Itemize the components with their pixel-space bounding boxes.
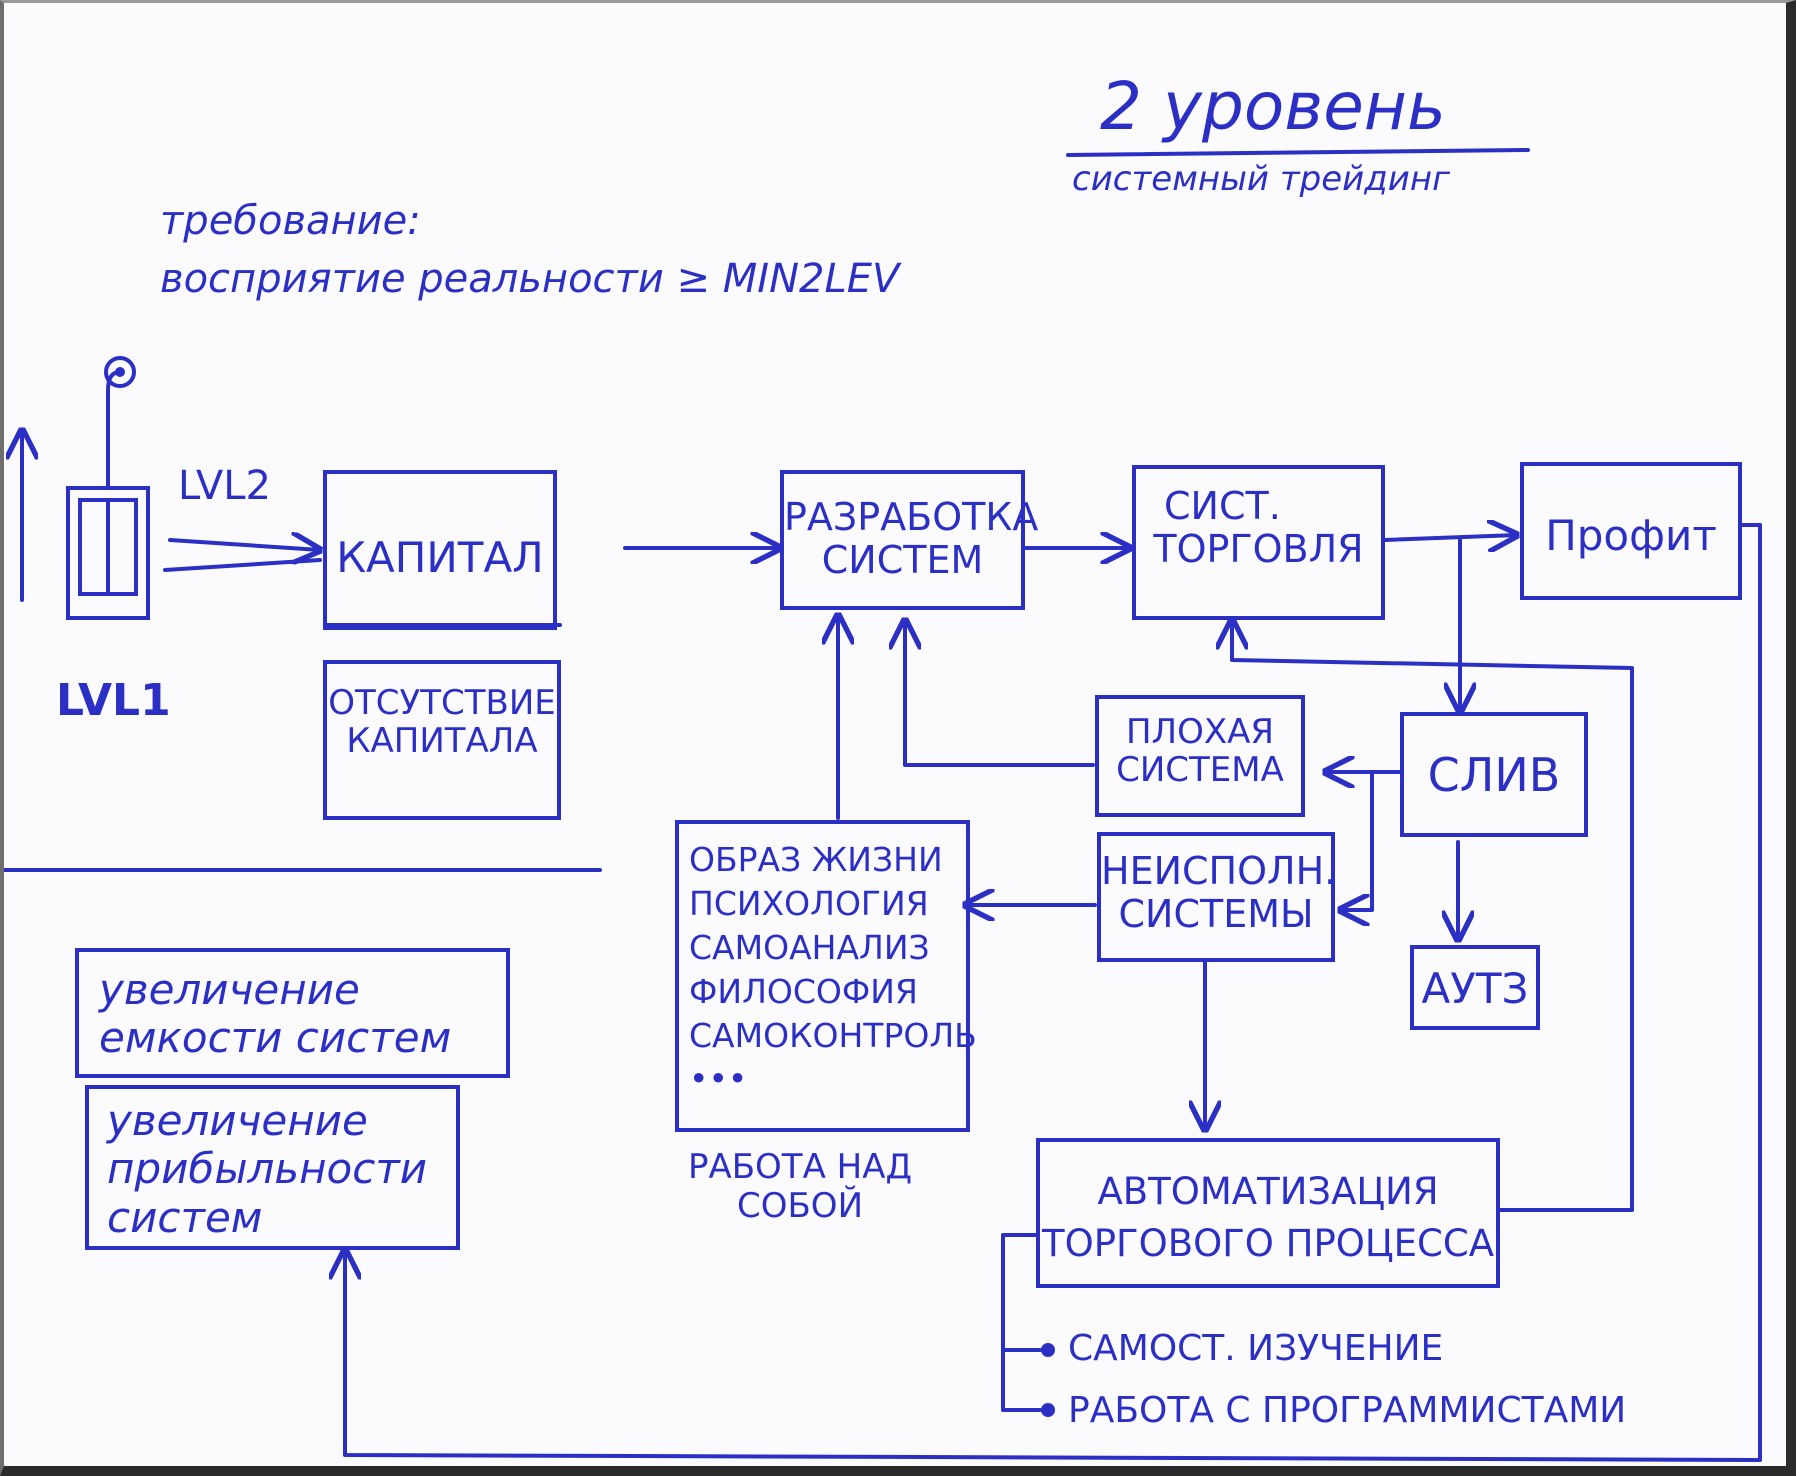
- bad-system-line-2: СИСТЕМА: [1116, 750, 1284, 791]
- system-dev-label: РАЗРАБОТКА СИСТЕМ: [784, 495, 1039, 582]
- capital-box: КАПИТАЛ: [323, 470, 557, 630]
- automation-line-1: АВТОМАТИЗАЦИЯ: [1097, 1170, 1439, 1213]
- self-work-caption-line-1: РАБОТА НАД: [687, 1147, 913, 1187]
- system-dev-line-1: РАЗРАБОТКА: [784, 495, 1039, 539]
- no-capital-box: ОТСУТСТВИЕ КАПИТАЛА: [323, 660, 561, 820]
- elevator-icon: [66, 356, 150, 620]
- requirement-text: восприятие реальности ≥ MIN2LEV: [160, 256, 900, 302]
- capacity-label: увеличение емкости систем: [99, 965, 452, 1063]
- arrow-bad-system-to-dev: [905, 620, 1095, 767]
- drain-label: СЛИВ: [1427, 748, 1561, 802]
- unexec-systems-box: НЕИСПОЛН. СИСТЕМЫ: [1097, 832, 1337, 962]
- auts-box: АУТЗ: [1410, 945, 1540, 1030]
- self-work-item-philosophy: ФИЛОСОФИЯ: [689, 971, 918, 1011]
- self-work-box: ОБРАЗ ЖИЗНИ ПСИХОЛОГИЯ САМОАНАЛИЗ ФИЛОСО…: [675, 820, 977, 1132]
- capacity-box: увеличение емкости систем: [75, 948, 510, 1078]
- drain-box: СЛИВ: [1400, 712, 1588, 837]
- automation-box: АВТОМАТИЗАЦИЯ ТОРГОВОГО ПРОЦЕССА: [1036, 1138, 1500, 1288]
- title-underline: [1066, 148, 1530, 157]
- capacity-line-2: емкости систем: [99, 1013, 452, 1063]
- system-dev-line-2: СИСТЕМ: [821, 537, 984, 582]
- unexec-line-1: НЕИСПОЛН.: [1101, 849, 1337, 893]
- bad-system-box: ПЛОХАЯ СИСТЕМА: [1095, 695, 1305, 817]
- drain-split: [1340, 770, 1374, 910]
- no-capital-label: ОТСУТСТВИЕ КАПИТАЛА: [327, 684, 557, 760]
- self-work-item-self-control: САМОКОНТРОЛЬ: [689, 1015, 977, 1055]
- sys-trading-line-1: СИСТ.: [1164, 484, 1281, 528]
- self-work-item-self-analysis: САМОАНАЛИЗ: [689, 927, 930, 967]
- automation-line-2: ТОРГОВОГО ПРОЦЕССА: [1041, 1221, 1495, 1265]
- profitability-line-3: систем: [107, 1192, 263, 1242]
- requirement-label: требование:: [160, 198, 421, 244]
- options-bracket: [1001, 1233, 1042, 1412]
- profitability-line-1: увеличение: [107, 1096, 368, 1145]
- self-work-item-lifestyle: ОБРАЗ ЖИЗНИ: [689, 840, 943, 879]
- automation-option-self-study: САМОСТ. ИЗУЧЕНИЕ: [1068, 1328, 1444, 1369]
- no-capital-line-2: КАПИТАЛА: [346, 721, 538, 762]
- self-work-caption-line-2: СОБОЙ: [736, 1186, 864, 1227]
- self-work-item-ellipsis: •••: [689, 1059, 748, 1099]
- no-capital-line-1: ОТСУТСТВИЕ: [328, 683, 556, 723]
- auts-label: АУТЗ: [1421, 964, 1529, 1013]
- sys-trading-label: СИСТ. ТОРГОВЛЯ: [1136, 485, 1381, 570]
- profit-label: Профит: [1545, 511, 1717, 560]
- level-subtitle: системный трейдинг: [1072, 159, 1450, 199]
- bad-system-label: ПЛОХАЯ СИСТЕМА: [1099, 713, 1301, 789]
- lvl-to-capital-arrow-2: [163, 558, 322, 572]
- capital-label: КАПИТАЛ: [336, 533, 544, 582]
- level-title: 2 уровень: [1100, 68, 1446, 145]
- profit-box: Профит: [1520, 462, 1742, 600]
- automation-feedback-loop: [1232, 620, 1634, 1212]
- option-bullet-1: [1041, 1343, 1055, 1357]
- profit-outer-loop: [345, 523, 1762, 1462]
- self-work-item-psychology: ПСИХОЛОГИЯ: [689, 883, 929, 923]
- sys-trading-line-2: ТОРГОВЛЯ: [1153, 526, 1364, 571]
- arrow-trading-to-profit: [1383, 535, 1517, 540]
- unexec-systems-label: НЕИСПОЛН. СИСТЕМЫ: [1101, 849, 1337, 936]
- capacity-line-1: увеличение: [99, 965, 360, 1014]
- lvl1-label: LVL1: [56, 675, 171, 726]
- self-work-caption: РАБОТА НАД СОБОЙ: [680, 1147, 920, 1227]
- elevator-antenna: [106, 370, 122, 490]
- bad-system-line-1: ПЛОХАЯ: [1125, 712, 1275, 752]
- unexec-line-2: СИСТЕМЫ: [1118, 891, 1314, 936]
- profitability-box: увеличение прибыльности систем: [85, 1085, 460, 1250]
- option-bullet-2: [1041, 1403, 1055, 1417]
- system-dev-box: РАЗРАБОТКА СИСТЕМ: [780, 470, 1039, 610]
- self-work-list: ОБРАЗ ЖИЗНИ ПСИХОЛОГИЯ САМОАНАЛИЗ ФИЛОСО…: [689, 838, 977, 1101]
- sys-trading-box: СИСТ. ТОРГОВЛЯ: [1132, 465, 1385, 620]
- profitability-line-2: прибыльности: [107, 1144, 428, 1194]
- automation-label: АВТОМАТИЗАЦИЯ ТОРГОВОГО ПРОЦЕССА: [1040, 1166, 1496, 1270]
- profitability-label: увеличение прибыльности систем: [107, 1096, 428, 1242]
- lvl-to-capital-arrow-1: [168, 540, 320, 550]
- automation-option-programmers: РАБОТА С ПРОГРАММИСТАМИ: [1068, 1390, 1627, 1431]
- lvl2-label: LVL2: [178, 463, 271, 509]
